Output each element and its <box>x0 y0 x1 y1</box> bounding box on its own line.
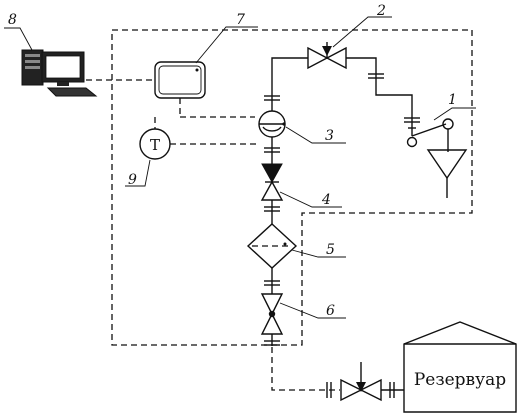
callout-1: 1 <box>448 92 457 108</box>
leader-8 <box>4 27 33 51</box>
filter <box>246 223 298 269</box>
pipe-upper-left <box>271 57 308 108</box>
pipe-to-tank <box>271 347 340 391</box>
leader-2 <box>332 16 392 48</box>
leader-7 <box>195 26 258 64</box>
callout-4: 4 <box>321 192 331 208</box>
reservoir-tank: Резервуар <box>403 321 517 413</box>
tank-valve <box>340 362 382 402</box>
callout-7: 7 <box>236 12 245 28</box>
flowmeter <box>258 108 286 138</box>
valve-2 <box>307 42 347 70</box>
level-float-assembly <box>404 117 468 198</box>
control-boundary <box>111 29 473 346</box>
leader-1 <box>433 107 476 121</box>
tank-label: Резервуар <box>414 370 506 390</box>
pipe-upper-right <box>346 57 413 128</box>
computer-icon <box>21 49 98 97</box>
leader-4 <box>279 191 342 208</box>
callout-6: 6 <box>326 303 335 319</box>
callout-9: 9 <box>128 172 137 188</box>
callout-8: 8 <box>8 12 17 28</box>
temperature-sensor: T <box>139 128 171 160</box>
valve-6 <box>260 293 284 335</box>
leader-9 <box>125 159 151 187</box>
callout-3: 3 <box>325 128 334 144</box>
callout-2: 2 <box>376 3 386 19</box>
sensor-symbol: T <box>150 136 160 154</box>
leader-3 <box>285 126 346 144</box>
leader-6 <box>279 302 346 319</box>
callout-5: 5 <box>326 242 335 258</box>
leader-5 <box>291 249 346 258</box>
controller-unit <box>154 61 206 99</box>
check-valve <box>260 163 284 201</box>
